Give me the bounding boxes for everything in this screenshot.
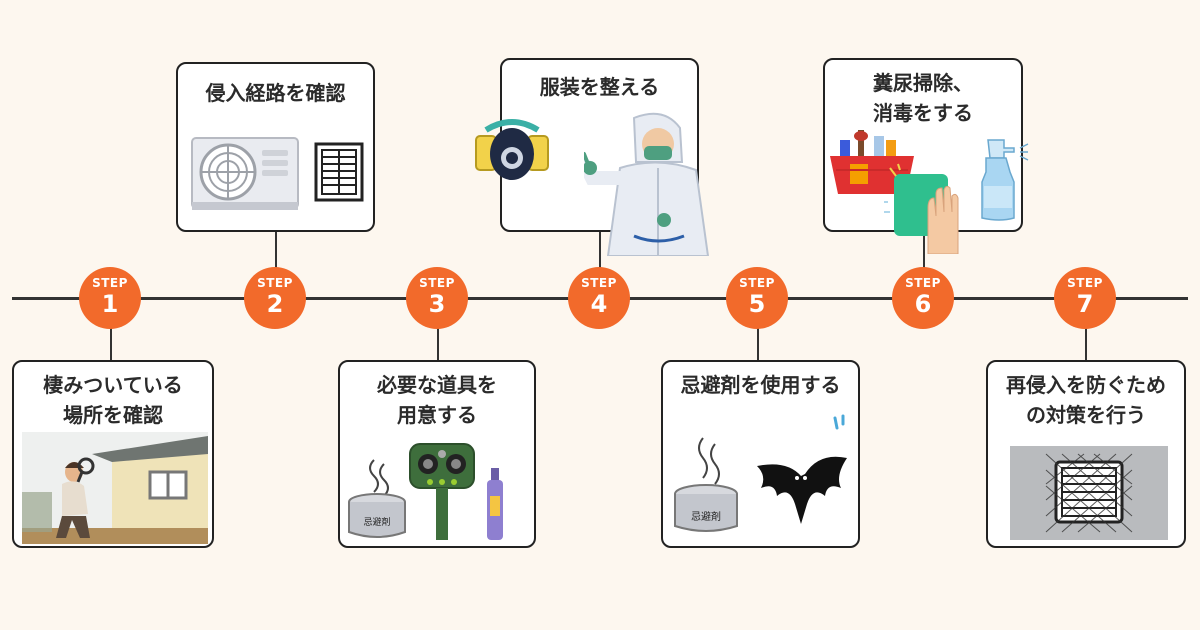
step-badge-7: STEP 7 <box>1054 267 1116 329</box>
step-label: STEP <box>92 276 128 290</box>
step-label: STEP <box>739 276 775 290</box>
step-title-line: 棲みついている <box>43 373 183 397</box>
cleaning-supplies-icon <box>830 130 914 194</box>
repellent-can-icon: 忌避剤 <box>348 459 406 538</box>
step-card-3: 必要な道具を 用意する 忌避剤 <box>338 360 536 548</box>
step-title-line: 必要な道具を <box>377 373 497 397</box>
step-number: 3 <box>428 290 446 318</box>
step-label: STEP <box>581 276 617 290</box>
step-number: 5 <box>748 290 766 318</box>
step-title-line: 糞尿掃除、 <box>873 71 973 95</box>
step-title-line: 侵入経路を確認 <box>205 81 346 105</box>
connector-1 <box>110 300 112 360</box>
step-title-line: 忌避剤を使用する <box>680 373 841 397</box>
cleaning-cloth-hand-icon <box>884 163 959 254</box>
vent-icon <box>314 142 364 202</box>
connector-5 <box>757 300 759 360</box>
connector-7 <box>1085 300 1087 360</box>
step-title: 侵入経路を確認 <box>178 78 373 108</box>
step-number: 7 <box>1076 290 1094 318</box>
step-card-1: 棲みついている 場所を確認 <box>12 360 214 548</box>
step-label: STEP <box>1067 276 1103 290</box>
spray-bottle-icon <box>487 468 503 540</box>
step-badge-5: STEP 5 <box>726 267 788 329</box>
step-title: 必要な道具を 用意する <box>340 370 534 430</box>
step-card-7: 再侵入を防ぐための対策を行う <box>986 360 1186 548</box>
step-title: 再侵入を防ぐための対策を行う <box>995 370 1177 430</box>
step-card-2: 侵入経路を確認 <box>176 62 375 232</box>
step-label: STEP <box>905 276 941 290</box>
mesh-covered-vent-illustration <box>1010 446 1168 540</box>
protective-suit-worker-illustration <box>584 112 710 256</box>
step-title: 服装を整える <box>502 72 697 102</box>
connector-3 <box>437 300 439 360</box>
bat-icon <box>757 414 847 524</box>
air-conditioner-icon <box>191 137 299 210</box>
step-number: 2 <box>266 290 284 318</box>
step-title-line: 消毒をする <box>873 101 973 125</box>
repellent-can-icon: 忌避剤 <box>674 437 738 532</box>
connector-2 <box>275 232 277 298</box>
step-number: 4 <box>590 290 608 318</box>
step-number: 6 <box>914 290 932 318</box>
step-label: STEP <box>419 276 455 290</box>
step-card-5: 忌避剤を使用する 忌避剤 <box>661 360 860 548</box>
step-label: STEP <box>257 276 293 290</box>
step-badge-1: STEP 1 <box>79 267 141 329</box>
step-title-line: 再侵入を防ぐための対策を行う <box>1006 373 1166 427</box>
ultrasonic-device-icon <box>409 443 475 540</box>
gas-mask-icon <box>475 119 549 180</box>
step-badge-4: STEP 4 <box>568 267 630 329</box>
step-badge-2: STEP 2 <box>244 267 306 329</box>
house-inspection-illustration <box>22 432 208 544</box>
spray-bottle-icon <box>981 139 1029 221</box>
can-label: 忌避剤 <box>691 510 721 523</box>
step-title-line: 服装を整える <box>539 75 660 99</box>
step-badge-6: STEP 6 <box>892 267 954 329</box>
can-label: 忌避剤 <box>363 516 390 528</box>
step-title: 忌避剤を使用する <box>663 370 858 400</box>
step-title: 棲みついている 場所を確認 <box>14 370 212 430</box>
step-title-line: 場所を確認 <box>63 403 163 427</box>
connector-4 <box>599 232 601 298</box>
step-badge-3: STEP 3 <box>406 267 468 329</box>
step-number: 1 <box>101 290 119 318</box>
step-title: 糞尿掃除、 消毒をする <box>825 68 1021 128</box>
step-title-line: 用意する <box>397 403 477 427</box>
connector-6 <box>923 232 925 298</box>
